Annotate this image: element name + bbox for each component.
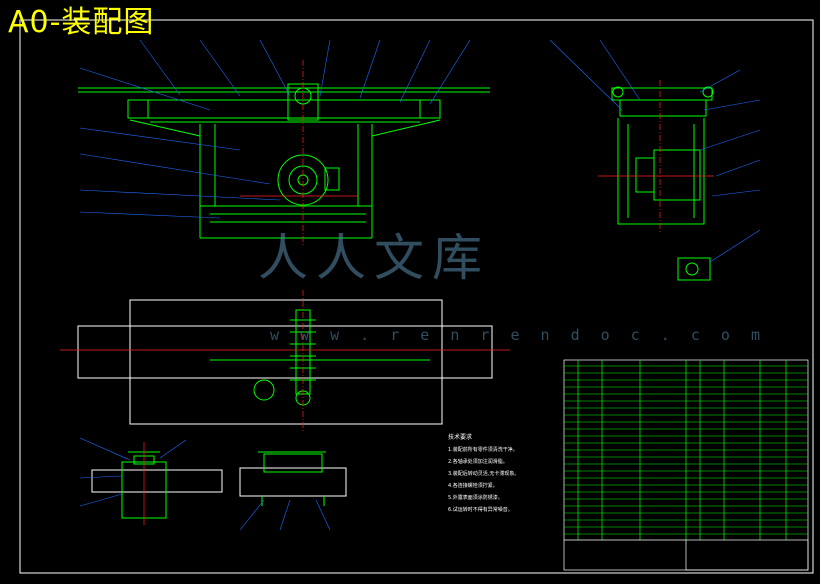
- side-view-leaders: [549, 39, 761, 263]
- watermark-url: w w w . r e n r e n d o c . c o m: [270, 326, 767, 344]
- plan-view: [77, 299, 493, 425]
- tech-note-line: 1.装配前所有零件须清洗干净。: [448, 447, 518, 453]
- drawing-title: A0-装配图: [8, 5, 155, 40]
- tech-note-line: 3.装配后转动灵活,无卡滞现象。: [448, 471, 520, 477]
- tech-note-line: 6.试运转时不得有异常噪音。: [448, 507, 513, 513]
- tech-note-line: 5.外露表面须涂防锈漆。: [448, 495, 503, 501]
- side-view: [611, 86, 714, 281]
- section-view-left: [91, 451, 223, 519]
- watermark-text: 人人文库: [258, 229, 490, 287]
- front-view: [78, 83, 490, 239]
- side-view-centerlines: [598, 80, 714, 232]
- tech-notes-title: 技术要求: [448, 434, 473, 441]
- tech-note-line: 4.各连接螺栓须拧紧。: [448, 483, 498, 489]
- parts-list-rows: [564, 365, 808, 535]
- front-view-leaders: [79, 39, 471, 219]
- plan-view-centerlines: [60, 290, 510, 432]
- front-view-centerlines: [240, 60, 358, 246]
- tech-note-line: 2.各轴承处须加注润滑脂。: [448, 459, 508, 465]
- sheet-border: [19, 19, 814, 574]
- section-view-right: [239, 451, 347, 506]
- section-leaders: [79, 437, 331, 531]
- parts-list: [563, 359, 809, 571]
